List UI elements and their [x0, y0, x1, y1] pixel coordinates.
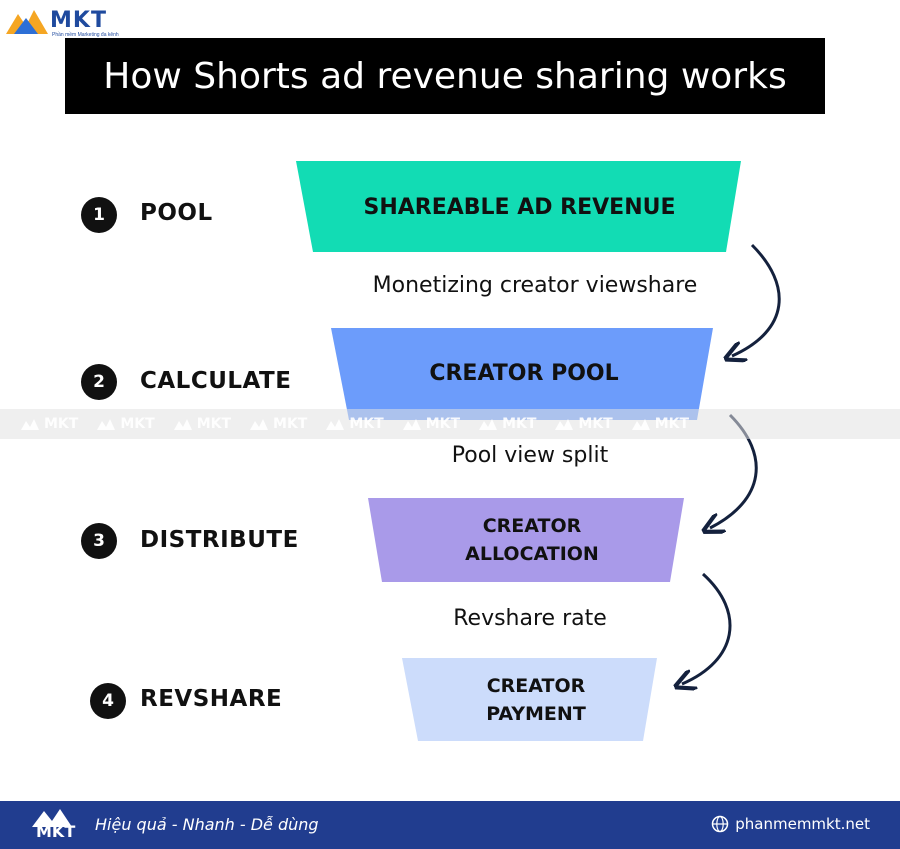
watermark-item: MKT [20, 416, 78, 432]
footer-logo [28, 807, 76, 843]
watermark-logo-icon [479, 419, 498, 430]
funnel-stage-4-line1: CREATOR [486, 675, 586, 697]
step-2-badge: 2 [81, 364, 117, 400]
connector-label-1: Monetizing creator viewshare [372, 273, 698, 298]
funnel-stage-3-text: CREATOR ALLOCATION [382, 510, 682, 570]
watermark-logo-icon [555, 419, 574, 430]
watermark-logo-icon [402, 419, 421, 430]
watermark-item: MKT [96, 416, 155, 432]
step-4-label: REVSHARE [140, 686, 283, 712]
funnel-stage-2-label: CREATOR POOL [429, 361, 619, 386]
brand-name: MKT [50, 8, 107, 33]
funnel-stage-1-text: SHAREABLE AD REVENUE [313, 180, 726, 236]
step-3-badge: 3 [81, 523, 117, 559]
step-4-badge: 4 [90, 683, 126, 719]
watermark-item: MKT [325, 416, 384, 432]
step-2-label: CALCULATE [140, 368, 292, 394]
funnel-stage-2-text: CREATOR POOL [349, 346, 699, 402]
funnel-stage-4-line2: PAYMENT [486, 703, 586, 725]
funnel-stage-3-line1: CREATOR [482, 515, 582, 537]
mountain-logo-icon [6, 10, 48, 34]
brand-logo: MKT Phần mềm Marketing đa kênh [4, 6, 144, 40]
funnel-stage-2-shape [331, 328, 713, 420]
funnel-stage-1-shape [296, 161, 741, 252]
page-title: How Shorts ad revenue sharing works [65, 38, 825, 114]
watermark-band: MKT MKT MKT MKT MKT MKT MKT MKT MKT [0, 409, 900, 439]
funnel-stage-1-label: SHAREABLE AD REVENUE [363, 195, 676, 220]
footer-tagline: Hiệu quả - Nhanh - Dễ dùng [95, 815, 319, 834]
funnel-stage-3-shape [368, 498, 684, 582]
watermark-logo-icon [21, 419, 39, 430]
watermark-item: MKT [173, 416, 231, 432]
watermark-logo-icon [173, 419, 192, 430]
watermark-item: MKT [478, 416, 536, 432]
watermark-logo-icon [97, 419, 116, 430]
curved-arrow-3 [682, 572, 732, 684]
watermark-item: MKT [402, 416, 460, 432]
funnel-stage-4-shape [402, 658, 657, 741]
watermark-logo-icon [250, 419, 269, 430]
step-1-label: POOL [140, 200, 213, 226]
watermark-logo-icon [326, 419, 345, 430]
watermark-item: MKT [554, 416, 613, 432]
brand-subtitle: Phần mềm Marketing đa kênh [52, 32, 119, 38]
footer-mountain-icon [32, 809, 72, 827]
watermark-item: MKT [249, 416, 307, 432]
step-3-label: DISTRIBUTE [140, 527, 299, 553]
footer-logo-text: MKT [36, 822, 76, 841]
watermark-item: MKT [631, 416, 689, 432]
footer-bar: MKT Hiệu quả - Nhanh - Dễ dùng phanmemmk… [0, 801, 900, 849]
step-1-badge: 1 [81, 197, 117, 233]
connector-label-2: Pool view split [451, 443, 609, 468]
globe-icon [712, 815, 729, 833]
connector-label-3: Revshare rate [453, 606, 607, 631]
funnel-stage-4-text: CREATOR PAYMENT [418, 670, 654, 730]
website-link[interactable]: phanmemmkt.net [735, 815, 870, 833]
curved-arrow-1 [732, 243, 781, 356]
footer-website[interactable]: phanmemmkt.net [711, 815, 870, 833]
watermark-logo-icon [631, 419, 650, 430]
funnel-stage-3-line2: ALLOCATION [465, 543, 599, 565]
